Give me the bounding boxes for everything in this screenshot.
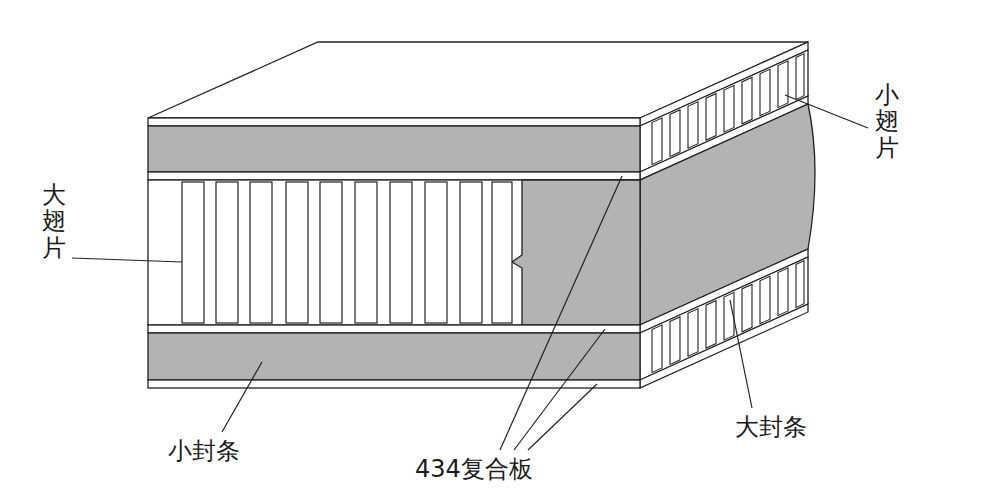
- side-face: [640, 39, 815, 388]
- seal-bar-label: 大封条: [735, 413, 807, 442]
- leader-lines: [72, 95, 868, 450]
- front-face: [148, 118, 640, 388]
- fin-label: 大翅片: [42, 182, 66, 261]
- seal-bar-label: 小封条: [168, 437, 240, 466]
- plate-label: 434复合板: [415, 455, 533, 484]
- fin-label: 小翅片: [875, 82, 899, 161]
- large-fins: [182, 182, 512, 323]
